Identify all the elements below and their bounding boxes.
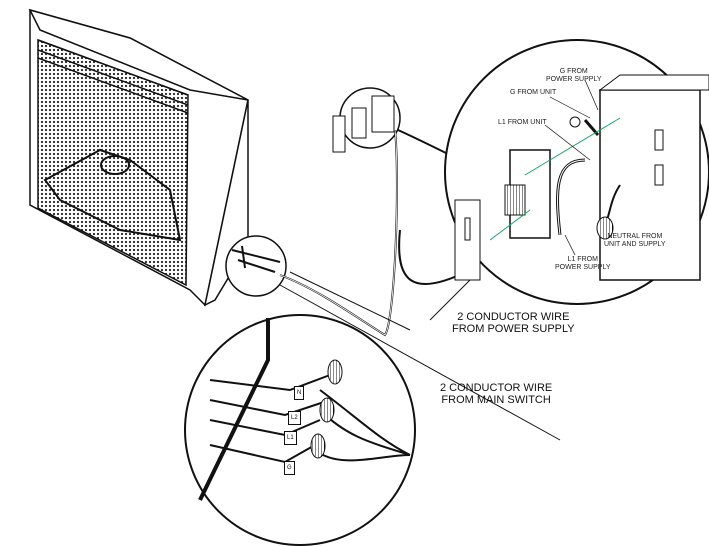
label-line: UNIT AND SUPPLY [604, 241, 666, 248]
junction-box-detail [184, 314, 416, 546]
label-g-from-unit: G FROM UNIT [510, 89, 557, 96]
label-line: POWER SUPPLY [546, 76, 602, 83]
label-line: G FROM [559, 68, 588, 75]
label-g-from-power-supply: G FROM POWER SUPPLY [546, 68, 602, 84]
label-line: FROM POWER SUPPLY [452, 323, 575, 335]
label-line: 2 CONDUCTOR WIRE [457, 311, 570, 323]
label-line: POWER SUPPLY [555, 264, 611, 271]
label-l1-from-power-supply: L1 FROM POWER SUPPLY [555, 256, 611, 272]
wire-tag-n: N [294, 386, 305, 400]
wire-tag-l1: L1 [284, 431, 297, 445]
wire-tag-l2: L2 [288, 411, 301, 425]
wire-tag-g: G [284, 461, 295, 475]
label-line: L1 FROM [567, 256, 598, 263]
label-line: NEUTRAL FROM [607, 233, 663, 240]
label-line: FROM MAIN SWITCH [441, 394, 551, 406]
switch-box-detail [444, 39, 709, 305]
label-l1-from-unit: L1 FROM UNIT [498, 119, 547, 126]
label-neutral: NEUTRAL FROM UNIT AND SUPPLY [604, 233, 666, 249]
fireplace [28, 8, 249, 307]
label-wire-power-supply: 2 CONDUCTOR WIRE FROM POWER SUPPLY [452, 311, 575, 335]
label-line: 2 CONDUCTOR WIRE [440, 382, 553, 394]
label-wire-main-switch: 2 CONDUCTOR WIRE FROM MAIN SWITCH [440, 382, 552, 406]
